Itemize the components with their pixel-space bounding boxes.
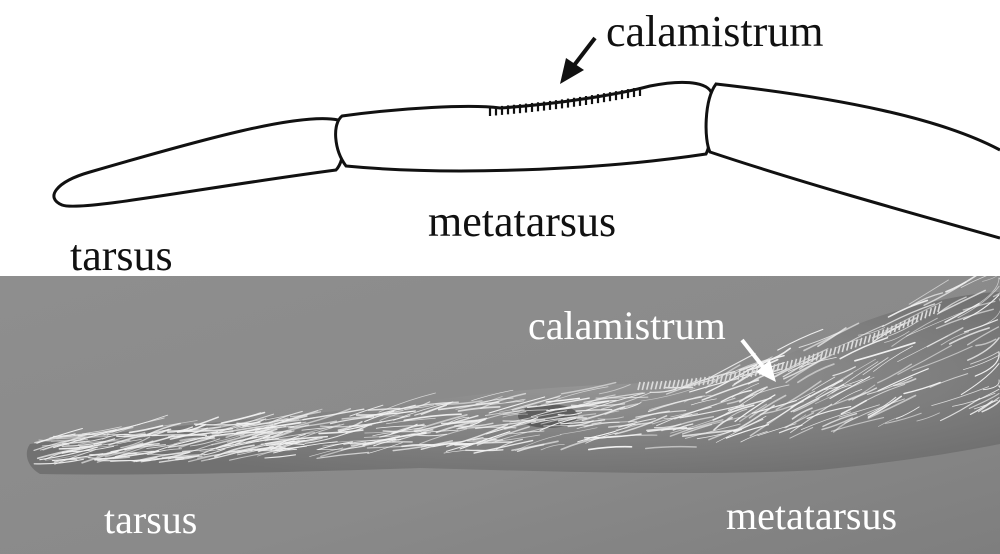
tibia-outline [706,84,1000,238]
metatarsus-outline [336,82,712,171]
metatarsus-label-bottom: metatarsus [726,496,897,536]
metatarsus-label-top: metatarsus [428,200,616,244]
calamistrum-arrow-top [560,38,595,84]
tarsus-label-bottom: tarsus [104,500,197,540]
line-drawing-panel: calamistrum metatarsus tarsus [0,0,1000,276]
tarsus-label-top: tarsus [70,234,173,278]
tarsus-outline [54,119,344,207]
calamistrum-label-top: calamistrum [606,10,824,54]
sem-micrograph-panel: calamistrum tarsus metatarsus [0,276,1000,554]
sem-hair [152,435,207,436]
calamistrum-label-bottom: calamistrum [528,306,726,346]
